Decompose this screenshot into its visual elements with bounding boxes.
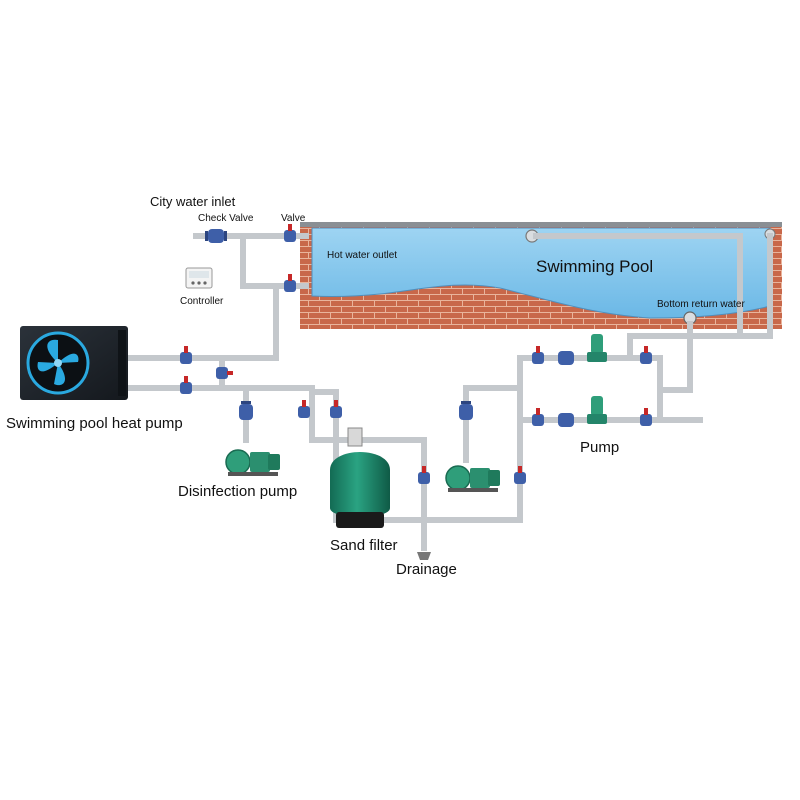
swimming-pool bbox=[300, 222, 782, 329]
pool-water bbox=[311, 227, 771, 319]
valve-pump-line-1-out[interactable] bbox=[640, 346, 652, 364]
vertical-pump-icon[interactable] bbox=[587, 334, 607, 362]
check-valve-pump-line-2[interactable] bbox=[558, 413, 574, 427]
heat-pump-label: Swimming pool heat pump bbox=[6, 415, 183, 432]
check-valve[interactable] bbox=[205, 229, 227, 243]
sand-filter-icon[interactable] bbox=[330, 427, 390, 528]
disinfection-pump-icon[interactable] bbox=[225, 449, 280, 476]
valve-bypass[interactable] bbox=[216, 367, 233, 379]
valve-pump-line-2-in[interactable] bbox=[532, 408, 544, 426]
valve-filter-outlet[interactable] bbox=[330, 400, 342, 418]
controller-icon[interactable] bbox=[185, 267, 213, 289]
valve-hot-water-outlet[interactable] bbox=[284, 274, 296, 292]
heat-pump-icon[interactable] bbox=[20, 326, 128, 400]
valve-drain-branch[interactable] bbox=[418, 466, 430, 484]
fan-icon bbox=[26, 331, 90, 395]
check-valve-disinfection[interactable] bbox=[239, 401, 253, 420]
pool-rim bbox=[300, 222, 782, 227]
valve-pump-line-1-in[interactable] bbox=[532, 346, 544, 364]
swimming-pool-label: Swimming Pool bbox=[536, 257, 653, 276]
check-valve-middle-pump[interactable] bbox=[459, 401, 473, 420]
hot-water-outlet-label: Hot water outlet bbox=[327, 250, 397, 261]
valve-heat-pump-upper[interactable] bbox=[180, 346, 192, 364]
valve-city-inlet[interactable] bbox=[284, 224, 296, 242]
hot-water-return-pipe bbox=[125, 283, 279, 361]
vertical-pump-icon[interactable] bbox=[587, 396, 607, 424]
drainage-label: Drainage bbox=[396, 561, 457, 578]
valve-pump-line-2-out[interactable] bbox=[640, 408, 652, 426]
bottom-return-water-label: Bottom return water bbox=[657, 299, 745, 310]
centrifugal-pump-icon[interactable] bbox=[445, 465, 500, 492]
sand-filter-label: Sand filter bbox=[330, 537, 398, 554]
valve-label: Valve bbox=[281, 213, 306, 224]
city-water-inlet-label: City water inlet bbox=[150, 194, 236, 209]
valve-pump-bypass[interactable] bbox=[514, 466, 526, 484]
disinfection-pump-label: Disinfection pump bbox=[178, 483, 297, 500]
pump-label: Pump bbox=[580, 439, 619, 456]
check-valve-pump-line-1[interactable] bbox=[558, 351, 574, 365]
drain-icon bbox=[417, 552, 431, 560]
valve-filter-inlet[interactable] bbox=[298, 400, 310, 418]
controller-label: Controller bbox=[180, 296, 224, 307]
check-valve-label: Check Valve bbox=[198, 213, 254, 224]
valve-heat-pump-lower[interactable] bbox=[180, 376, 192, 394]
